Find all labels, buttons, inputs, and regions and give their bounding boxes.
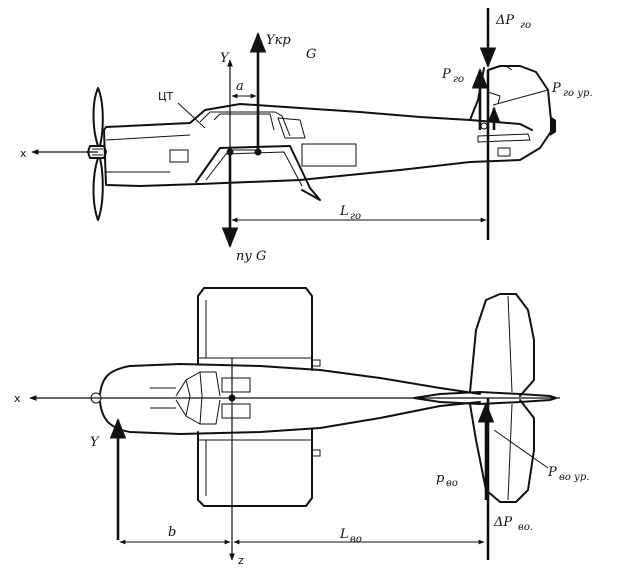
side-view: x xyxy=(20,8,593,264)
force-dpvo-sub: во. xyxy=(518,522,533,533)
dim-a-label: a xyxy=(236,79,244,94)
force-nyg-label: nу G xyxy=(236,249,266,264)
propeller xyxy=(87,87,107,221)
pvo-ur-leader xyxy=(493,429,549,469)
dim-b-label: b xyxy=(168,525,176,540)
force-pgo-ur-label: P xyxy=(551,81,561,96)
force-pvo-ur-sub: во ур. xyxy=(559,472,589,483)
dim-lvo-sub: во xyxy=(350,534,362,545)
pgo-ur-leader xyxy=(492,89,549,106)
force-ykr-suffix: G xyxy=(306,47,316,62)
dim-lgo-sub: го xyxy=(350,211,361,222)
force-pgo-sub: го xyxy=(453,74,464,85)
top-wing xyxy=(197,287,321,507)
side-force-y-label: Y xyxy=(220,51,230,66)
force-dpgo-label: ΔP xyxy=(495,13,514,28)
side-x-axis-label: x xyxy=(20,147,27,160)
force-dpvo-label: ΔP xyxy=(493,515,512,530)
force-ykr-label: Yкр xyxy=(266,33,291,48)
force-pvo-label: p xyxy=(436,471,445,486)
dim-lvo-label: L xyxy=(339,527,349,542)
force-pvo-sub: во xyxy=(446,478,458,489)
dim-lgo-label: L xyxy=(339,204,349,219)
top-z-axis-label: z xyxy=(238,554,244,567)
top-vtail xyxy=(469,293,535,503)
top-view: x xyxy=(14,287,589,567)
cg-leader xyxy=(177,102,206,129)
top-x-axis-label: x xyxy=(14,392,21,405)
force-pvo-ur-label: P xyxy=(547,465,557,480)
top-force-y-label: Y xyxy=(90,435,100,450)
side-fuselage xyxy=(103,65,556,201)
force-pgo-ur-sub: го ур. xyxy=(563,88,593,99)
top-hstab xyxy=(413,391,557,405)
force-pgo-label: P xyxy=(441,67,451,82)
force-dpgo-sub: го xyxy=(520,20,531,31)
cg-label: ЦТ xyxy=(158,90,174,103)
